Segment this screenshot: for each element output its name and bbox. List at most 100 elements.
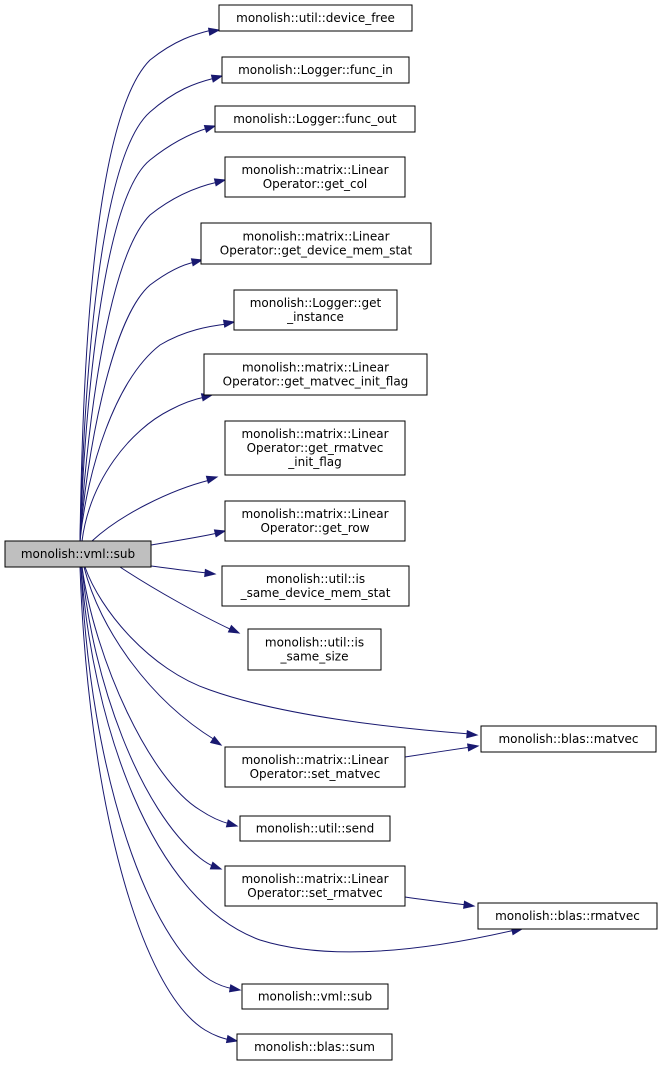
node-box [224,746,406,788]
edge-line [81,396,206,542]
arrowhead-icon [467,743,480,752]
node-label-line: monolish::matrix::Linear [241,753,388,767]
node-label-line: Operator::get_device_mem_stat [220,244,413,258]
node-box [218,4,413,32]
node-func-in[interactable]: monolish::Logger::func_in [221,56,410,84]
node-device-free[interactable]: monolish::util::device_free [218,4,413,32]
edge-root-to-get_row [150,529,227,546]
edge-line [79,261,196,542]
node-box [221,56,410,84]
node-label-line: monolish::matrix::Linear [241,872,388,886]
node-send[interactable]: monolish::util::send [239,815,391,842]
edge-root-to-func_out [79,124,217,542]
node-label-line: monolish::util::device_free [236,11,395,25]
node-label-line: Operator::get_matvec_init_flag [223,375,409,389]
arrowhead-icon [203,124,217,134]
node-box [224,865,406,907]
edge-line [79,323,228,542]
edge-root-to-set_rmatvec [81,566,223,870]
node-box [203,353,428,396]
node-label-line: _init_flag [287,455,342,469]
arrowhead-icon [213,178,227,187]
edge-root-to-func_in [79,74,224,542]
node-is-same-device-mem-stat[interactable]: monolish::util::is_same_device_mem_stat [221,565,410,607]
node-box [239,815,391,842]
node-label-line: monolish::Logger::func_in [238,63,393,77]
node-label-line: Operator::get_row [260,521,369,535]
node-label-line: monolish::vml::sub [21,547,135,561]
node-box [224,156,406,198]
arrowhead-icon [190,258,204,267]
edge-root-to-get_col [79,178,227,542]
node-label-line: monolish::util::is [265,636,364,650]
edge-line [84,566,471,735]
node-label-line: monolish::util::is [266,572,365,586]
edge-root-to-get_device_mem_stat [79,258,204,542]
arrowhead-icon [225,1034,239,1044]
edge-line [80,566,235,990]
edge-root-to-is_same_device_mem_stat [150,565,217,578]
node-label-line: Operator::set_rmatvec [247,886,382,900]
arrowhead-icon [213,529,227,538]
node-get-rmatvec-init-flag[interactable]: monolish::matrix::LinearOperator::get_rm… [224,420,406,476]
edge-line [150,532,219,546]
edge-set_matvec-to-matvec [404,743,480,758]
node-label-line: monolish::matrix::Linear [242,230,389,244]
nodes-layer: monolish::vml::sub monolish::util::device… [4,4,658,1061]
node-get-instance[interactable]: monolish::Logger::get_instance [233,289,398,331]
arrowhead-icon [209,861,223,870]
node-func-out[interactable]: monolish::Logger::func_out [214,105,416,133]
node-box [233,289,398,331]
node-sub[interactable]: monolish::vml::sub [241,983,389,1010]
node-box [241,983,389,1010]
root-node[interactable]: monolish::vml::sub [4,540,152,568]
edge-line [91,479,211,542]
edge-root-to-sub [80,566,242,993]
node-rmatvec[interactable]: monolish::blas::rmatvec [477,902,658,930]
edge-root-to-set_matvec [83,566,223,746]
edge-line [81,566,231,825]
edge-line [404,746,472,758]
edge-set_rmatvec-to-rmatvec [404,896,476,909]
node-label-line: _instance [286,310,344,324]
node-label-line: monolish::matrix::Linear [241,163,388,177]
node-label-line: monolish::blas::rmatvec [495,909,640,923]
node-get-col[interactable]: monolish::matrix::LinearOperator::get_co… [224,156,406,198]
node-label-line: _same_size [280,650,349,664]
node-label-line: Operator::get_rmatvec [247,441,384,455]
node-label-line: Operator::get_col [263,177,368,191]
arrowhead-icon [225,819,239,828]
node-sum[interactable]: monolish::blas::sum [236,1033,393,1061]
node-label-line: monolish::blas::sum [254,1040,375,1054]
node-box [200,222,432,265]
edge-root-to-send [81,566,239,828]
edge-line [404,896,468,906]
node-label-line: monolish::vml::sub [258,990,372,1004]
edge-root-to-get_instance [79,319,236,542]
node-get-matvec-init-flag[interactable]: monolish::matrix::LinearOperator::get_ma… [203,353,428,396]
edge-root-to-device_free [79,27,221,542]
arrowhead-icon [228,984,242,993]
arrowhead-icon [222,319,236,328]
node-label-line: monolish::Logger::get [250,296,382,310]
node-set-matvec[interactable]: monolish::matrix::LinearOperator::set_ma… [224,746,406,788]
arrowhead-icon [463,900,476,909]
arrowhead-icon [205,475,219,484]
node-box [224,420,406,476]
node-get-row[interactable]: monolish::matrix::LinearOperator::get_ro… [224,500,406,542]
node-get-device-mem-stat[interactable]: monolish::matrix::LinearOperator::get_de… [200,222,432,265]
arrowhead-icon [210,74,224,83]
edge-line [81,566,216,868]
edge-root-to-matvec [84,566,479,739]
node-box [224,500,406,542]
node-box [214,105,416,133]
edge-line [150,565,209,574]
node-set-rmatvec[interactable]: monolish::matrix::LinearOperator::set_rm… [224,865,406,907]
edge-line [79,29,213,542]
node-is-same-size[interactable]: monolish::util::is_same_size [247,628,382,671]
arrowhead-icon [227,624,241,634]
node-matvec[interactable]: monolish::blas::matvec [480,725,657,753]
node-box [247,628,382,671]
edge-root-to-get_matvec_init_flag [81,393,214,542]
